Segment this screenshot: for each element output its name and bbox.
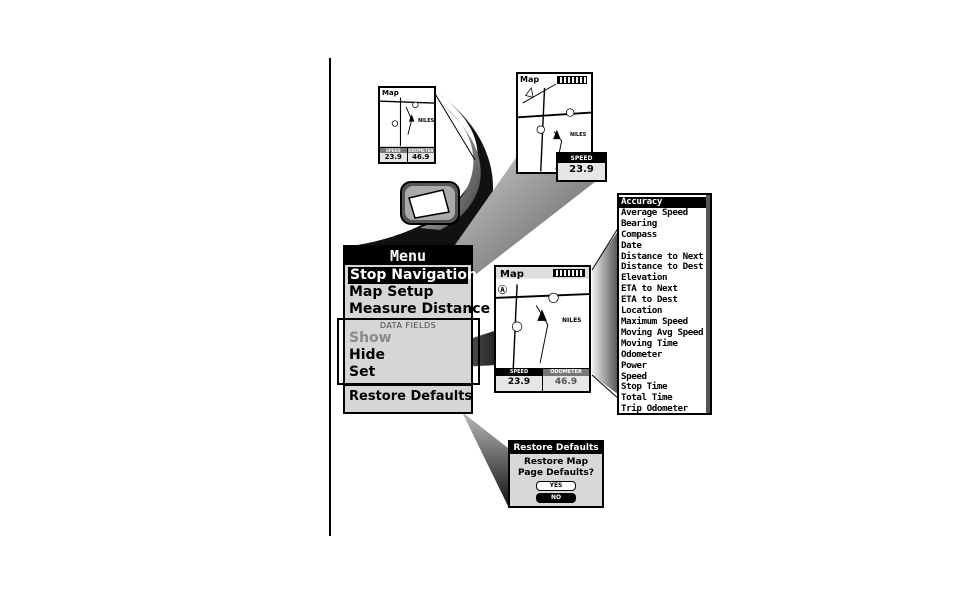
list-item[interactable]: ETA to Next: [621, 283, 678, 295]
vertical-divider-line: [329, 58, 331, 536]
menu-item-hide[interactable]: Hide: [349, 347, 386, 363]
speed-field: SPEED 23.9: [496, 369, 543, 391]
map-tab-label: Map: [382, 89, 399, 97]
dialog-message-line1: Restore Map: [523, 457, 589, 467]
restore-defaults-dialog: Restore Defaults Restore Map Page Defaul…: [508, 440, 604, 508]
menu-item-restore-defaults[interactable]: Restore Defaults: [345, 384, 472, 405]
list-item[interactable]: ETA to Dest: [621, 294, 678, 306]
list-item[interactable]: Moving Avg Speed: [621, 326, 704, 338]
yes-button[interactable]: YES: [536, 481, 576, 491]
page-key-icon: [400, 181, 460, 225]
menu-title: Menu: [345, 247, 471, 265]
place-label: NILES: [562, 317, 582, 324]
wedge-restore-to-dialog: [462, 412, 508, 506]
center-map-screen: Map Ⓐ NILES SPEED 23.9 ODOMETER 46.9: [494, 265, 591, 393]
place-label: NILES: [570, 132, 587, 138]
signal-strength-bar: [557, 76, 587, 84]
map-tab-label: Map: [520, 75, 540, 84]
list-item[interactable]: Moving Time: [621, 337, 678, 349]
data-field-bar: SPEED 23.9 ODOMETER 46.9: [496, 368, 589, 391]
place-label: NILES: [418, 118, 435, 124]
list-item[interactable]: Trip Odometer: [621, 403, 688, 415]
list-item[interactable]: Distance to Dest: [621, 261, 704, 273]
odometer-field: ODOMETER 46.9: [543, 369, 589, 391]
map-roads: [380, 97, 434, 146]
menu-item-map-setup[interactable]: Map Setup: [349, 284, 434, 300]
no-button[interactable]: NO: [536, 493, 576, 503]
map-options-menu: Menu Stop Navigation Map Setup Measure D…: [343, 245, 491, 414]
menu-item-show[interactable]: Show: [349, 330, 392, 346]
list-item[interactable]: Accuracy: [619, 196, 710, 208]
list-item[interactable]: Compass: [621, 228, 657, 240]
speed-field: SPEED 23.9: [380, 148, 408, 162]
list-item[interactable]: Stop Time: [621, 381, 668, 393]
data-fields-header: DATA FIELDS: [379, 321, 437, 330]
list-item[interactable]: Date: [621, 239, 642, 251]
list-item[interactable]: Bearing: [621, 217, 657, 229]
menu-item-measure-distance[interactable]: Measure Distance: [349, 301, 491, 317]
menu-item-set[interactable]: Set: [349, 364, 376, 380]
route-a-label: Ⓐ: [498, 286, 508, 296]
list-item[interactable]: Elevation: [621, 272, 668, 284]
map-roads: [496, 267, 589, 369]
speed-field-popout: SPEED 23.9: [556, 152, 607, 182]
list-item[interactable]: Odometer: [621, 348, 663, 360]
dialog-message-line2: Page Defaults?: [517, 468, 595, 478]
list-item[interactable]: Location: [621, 305, 663, 317]
list-item[interactable]: Distance to Next: [621, 250, 704, 262]
signal-strength-bar: [553, 269, 585, 277]
data-fields-highlight-box: [337, 318, 480, 385]
dialog-title: Restore Defaults: [510, 442, 602, 454]
menu-item-stop-navigation[interactable]: Stop Navigation: [348, 267, 477, 284]
list-item[interactable]: Average Speed: [621, 206, 688, 218]
odometer-field: ODOMETER 46.9: [407, 148, 434, 161]
list-item[interactable]: Total Time: [621, 392, 673, 404]
small-map-screen: Map NILES SPEED 23.9 ODOMETER 46.9: [378, 86, 436, 164]
list-scrollbar[interactable]: [706, 195, 710, 413]
data-field-bar: SPEED 23.9 ODOMETER 46.9: [380, 147, 434, 162]
list-item[interactable]: Power: [621, 359, 647, 371]
list-item[interactable]: Maximum Speed: [621, 315, 688, 327]
map-tab-label: Map: [500, 269, 524, 280]
list-item[interactable]: Speed: [621, 370, 647, 382]
